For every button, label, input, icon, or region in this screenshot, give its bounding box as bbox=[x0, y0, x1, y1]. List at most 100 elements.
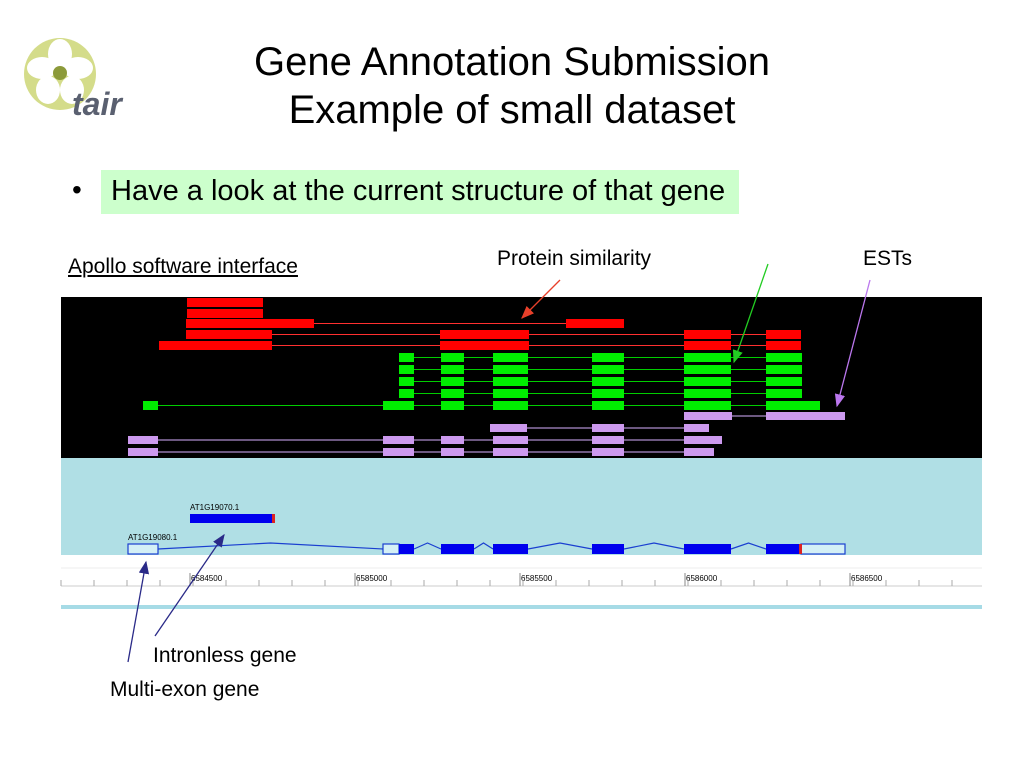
est-lavender-row-feature bbox=[684, 412, 732, 420]
est-lavender-row-feature bbox=[493, 448, 528, 456]
est-green-row-feature bbox=[441, 401, 464, 410]
ruler-tick-label: 6585000 bbox=[356, 574, 388, 583]
est-lavender-row-feature bbox=[490, 424, 527, 432]
ruler-tick-label: 6584500 bbox=[191, 574, 223, 583]
est-lavender-row-feature bbox=[441, 436, 464, 444]
intron-line bbox=[730, 542, 767, 550]
est-green-row-feature bbox=[441, 353, 464, 362]
ests-label: ESTs bbox=[863, 247, 913, 270]
intronless-gene-arrow bbox=[154, 533, 225, 637]
exon-cds bbox=[399, 544, 414, 554]
protein-hit-row-feature bbox=[766, 341, 801, 350]
exon-cds bbox=[441, 544, 474, 554]
slide-title: Gene Annotation Submission Example of sm… bbox=[0, 38, 1024, 134]
est-green-row-feature bbox=[684, 377, 731, 386]
protein-hit-row bbox=[159, 341, 801, 350]
est-lavender-row-feature bbox=[684, 448, 714, 456]
est-lavender-row-feature bbox=[383, 448, 414, 456]
est-green-row-feature bbox=[684, 401, 731, 410]
multi-exon-stop bbox=[799, 544, 802, 554]
est-lavender-row bbox=[128, 448, 714, 456]
est-green-row bbox=[399, 365, 802, 374]
gene-tracks bbox=[127, 514, 846, 555]
title-line-1: Gene Annotation Submission bbox=[254, 40, 770, 84]
protein-hit-row-feature bbox=[766, 330, 801, 339]
apollo-label: Apollo software interface bbox=[68, 255, 298, 278]
est-lavender-row-feature bbox=[684, 424, 709, 432]
est-green-row-feature bbox=[766, 353, 802, 362]
est-green-row-feature bbox=[383, 401, 414, 410]
exon-utr bbox=[800, 543, 846, 555]
est-green-row-feature bbox=[493, 377, 528, 386]
est-green-row bbox=[399, 389, 802, 398]
est-green-row-feature bbox=[592, 401, 624, 410]
est-lavender-row bbox=[128, 436, 722, 444]
evidence-tracks bbox=[128, 298, 845, 456]
est-green-row-feature bbox=[493, 401, 528, 410]
est-green-row bbox=[399, 353, 802, 362]
tair-logo: tair bbox=[24, 38, 123, 122]
est-lavender-row-feature bbox=[766, 412, 845, 420]
exon-cds bbox=[493, 544, 528, 554]
flower-icon bbox=[24, 38, 96, 110]
intron-line bbox=[157, 542, 384, 550]
exon-utr bbox=[127, 543, 159, 555]
protein-hit-row bbox=[186, 330, 801, 339]
protein-hit-row bbox=[186, 319, 624, 328]
protein-hit-row-feature bbox=[684, 330, 731, 339]
protein-hit-row-feature bbox=[187, 309, 263, 318]
est-lavender-row bbox=[490, 424, 709, 432]
intron-line bbox=[623, 542, 685, 550]
est-green-row-feature bbox=[399, 353, 414, 362]
protein-similarity-arrow bbox=[521, 279, 561, 319]
intron-line bbox=[413, 542, 442, 550]
est-lavender-row-feature bbox=[592, 448, 624, 456]
est-green-row-feature bbox=[399, 389, 414, 398]
intron-line bbox=[527, 542, 593, 550]
protein-hit-row-feature bbox=[684, 341, 731, 350]
est-lavender-row-feature bbox=[493, 436, 528, 444]
est-lavender-row-feature bbox=[128, 448, 158, 456]
bullet-text: Have a look at the current structure of … bbox=[101, 170, 740, 214]
exon-cds bbox=[592, 544, 624, 554]
est-green-row-feature bbox=[684, 365, 731, 374]
intronless-gene-stop bbox=[272, 514, 275, 523]
est-lavender-row-feature bbox=[383, 436, 414, 444]
est-green-row-feature bbox=[592, 365, 624, 374]
gene-label-at1g19070[interactable]: AT1G19070.1 bbox=[190, 503, 240, 512]
est-green-row-feature bbox=[766, 377, 802, 386]
protein-hit-row-feature bbox=[566, 319, 624, 328]
multi-exon-gene-arrow bbox=[127, 560, 150, 663]
est-green-row-feature bbox=[441, 377, 464, 386]
ests-green-arrow bbox=[732, 263, 769, 364]
bullet-dot: • bbox=[72, 174, 82, 205]
est-green-row-feature bbox=[766, 401, 820, 410]
est-green-row-feature bbox=[441, 389, 464, 398]
logo-text: tair bbox=[72, 86, 123, 122]
intronless-gene-label: Intronless gene bbox=[153, 644, 297, 667]
ests-purple-arrow bbox=[834, 279, 871, 408]
gene-label-at1g19080[interactable]: AT1G19080.1 bbox=[128, 533, 178, 542]
ruler-tick-label: 6585500 bbox=[521, 574, 553, 583]
intron-line bbox=[473, 542, 494, 550]
protein-hit-row-feature bbox=[187, 298, 263, 307]
est-green-row-feature bbox=[766, 365, 802, 374]
est-green-row-feature bbox=[684, 353, 731, 362]
est-green-row-feature bbox=[766, 389, 802, 398]
est-lavender-row-feature bbox=[128, 436, 158, 444]
est-green-row-feature bbox=[493, 389, 528, 398]
exon-cds bbox=[766, 544, 801, 554]
ruler-tick-label: 6586500 bbox=[851, 574, 883, 583]
est-green-row-feature bbox=[592, 389, 624, 398]
est-green-row-feature bbox=[399, 365, 414, 374]
ruler-bottom-bar bbox=[61, 605, 982, 609]
protein-hit-row bbox=[187, 309, 263, 318]
est-green-row-feature bbox=[441, 365, 464, 374]
protein-hit-row-feature bbox=[440, 330, 529, 339]
est-lavender-row-feature bbox=[592, 424, 624, 432]
est-lavender-row-feature bbox=[684, 436, 722, 444]
est-green-row bbox=[143, 401, 820, 410]
est-lavender-row-feature bbox=[592, 436, 624, 444]
ruler-bg bbox=[61, 555, 982, 607]
est-green-row-feature bbox=[684, 389, 731, 398]
